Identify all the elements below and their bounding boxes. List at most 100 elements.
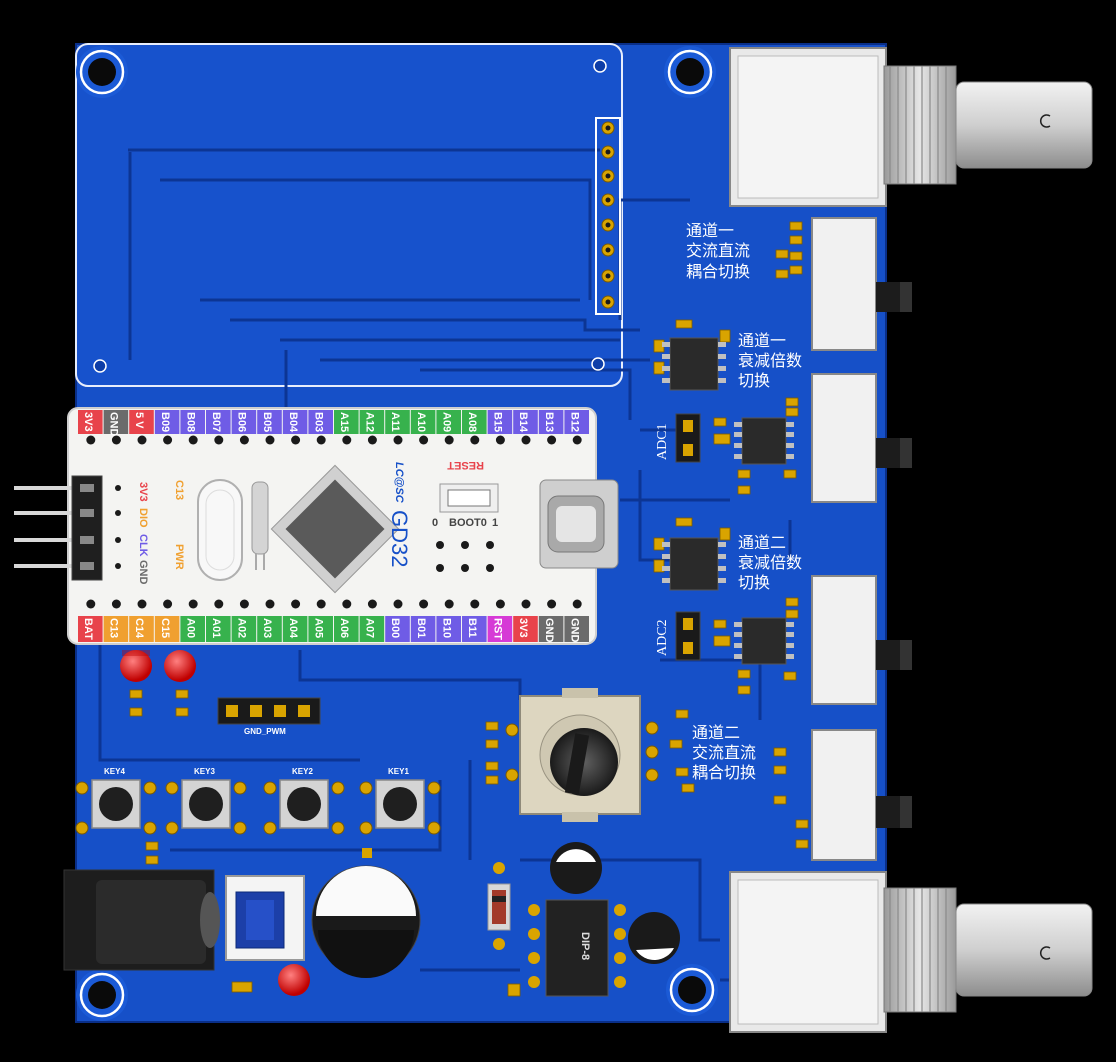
svg-text:3V3: 3V3 [517, 618, 529, 638]
svg-text:A06: A06 [338, 618, 350, 638]
module-pin-label: B00 [385, 616, 410, 642]
module-pin-label: A02 [231, 616, 257, 642]
svg-text:GND: GND [543, 618, 555, 643]
module-pin-label: B06 [231, 410, 257, 434]
led-2 [164, 650, 196, 682]
usb-c-port[interactable] [539, 479, 619, 569]
module-pin-label: C13 [103, 616, 129, 642]
module-pin-hole [521, 435, 531, 445]
potentiometer[interactable] [505, 688, 659, 822]
svg-text:A07: A07 [364, 618, 376, 638]
svg-text:耦合切换: 耦合切换 [686, 263, 750, 281]
svg-text:A10: A10 [415, 412, 427, 432]
module-pin-label: GND [538, 616, 564, 643]
module-pin-label: A15 [334, 410, 359, 434]
module-pin-hole [495, 435, 505, 445]
svg-text:3V3: 3V3 [82, 412, 94, 432]
tactile-key-key4[interactable]: KEY4 [75, 767, 157, 835]
svg-text:B11: B11 [466, 618, 478, 638]
gd32-logo-text: GD32 [387, 510, 412, 567]
module-pin-hole [316, 599, 326, 609]
module-pin-label: 5 V [129, 410, 154, 434]
reset-button[interactable] [439, 483, 499, 513]
module-pin-label: 3V3 [78, 410, 103, 434]
svg-text:切换: 切换 [738, 574, 770, 592]
module-pin-label: A08 [462, 410, 487, 434]
tactile-key-key3[interactable]: KEY3 [165, 767, 247, 835]
swd-label-gnd: GND [137, 560, 149, 585]
module-pin-hole [572, 599, 582, 609]
silk-ch2-atten: 通道二 衰减倍数 切换 [738, 534, 802, 592]
module-pin-hole [291, 599, 301, 609]
svg-text:RST: RST [492, 618, 504, 640]
svg-text:B10: B10 [440, 618, 452, 638]
silk-ch1-atten: 通道一 衰减倍数 切换 [738, 332, 802, 390]
module-pin-label: B08 [180, 410, 205, 434]
module-pin-label: A01 [206, 616, 231, 642]
svg-text:A15: A15 [338, 412, 350, 432]
power-switch[interactable] [225, 875, 305, 961]
led-1 [120, 650, 152, 682]
module-pin-label: A11 [385, 410, 410, 434]
dc-power-jack[interactable] [63, 869, 220, 971]
module-pin-hole [111, 435, 121, 445]
electrolytic-cap-small-2 [628, 912, 680, 964]
coupling-switch-ch2[interactable] [811, 729, 912, 861]
module-pin-hole [137, 435, 147, 445]
svg-text:GND: GND [568, 618, 580, 643]
atten-switch-ch2[interactable] [811, 575, 912, 705]
display-header [595, 117, 621, 315]
svg-text:A09: A09 [440, 412, 452, 432]
key-label: KEY4 [104, 767, 125, 776]
module-pin-label: B14 [513, 410, 538, 434]
module-pin-label: A06 [334, 616, 359, 642]
tactile-key-key1[interactable]: KEY1 [359, 767, 441, 835]
module-pin-hole [163, 599, 173, 609]
diode [487, 862, 511, 950]
svg-text:通道二: 通道二 [738, 534, 786, 552]
module-pin-label: A09 [436, 410, 461, 434]
gnd-pwm-header[interactable] [217, 697, 321, 725]
module-pin-hole [495, 599, 505, 609]
module-pin-label: A00 [180, 616, 205, 642]
module-pin-hole [572, 435, 582, 445]
tactile-key-key2[interactable]: KEY2 [263, 767, 345, 835]
svg-text:C14: C14 [133, 618, 145, 639]
svg-text:A02: A02 [236, 618, 248, 638]
module-pin-hole [547, 599, 557, 609]
coupling-switch-ch1[interactable] [811, 217, 912, 351]
svg-text:A00: A00 [184, 618, 196, 638]
key-label: KEY2 [292, 767, 313, 776]
tactile-keys: KEY4 KEY3 KEY2 KEY1 [75, 767, 441, 835]
module-pin-label: B07 [206, 410, 231, 434]
svg-text:B15: B15 [492, 412, 504, 432]
silk-dip8: DIP-8 [579, 932, 591, 960]
module-pin-hole [188, 435, 198, 445]
module-pin-label: GND [103, 410, 129, 437]
swd-header[interactable] [14, 475, 103, 581]
svg-text:A05: A05 [312, 618, 324, 638]
module-pin-hole [367, 599, 377, 609]
adc2-jumper[interactable] [675, 611, 701, 661]
electrolytic-cap-large [311, 848, 421, 978]
adc1-jumper[interactable] [675, 413, 701, 463]
swd-pin-dots [115, 485, 121, 569]
svg-text:B00: B00 [389, 618, 401, 638]
silk-reset: RESET [447, 459, 484, 471]
ic-soic-adc1 [734, 417, 794, 465]
module-pin-label: B01 [410, 616, 436, 642]
module-pin-hole [470, 435, 480, 445]
module-pin-label: B09 [154, 410, 180, 434]
module-pin-label: B11 [462, 616, 487, 642]
module-pin-hole [444, 435, 454, 445]
swd-label-dio: DIO [137, 508, 149, 528]
svg-text:B12: B12 [568, 412, 580, 432]
module-pin-hole [239, 435, 249, 445]
silk-ch1-coupling: 通道一 交流直流 耦合切换 [686, 222, 750, 281]
atten-switch-ch1[interactable] [811, 373, 912, 503]
module-pin-label: C15 [154, 616, 180, 642]
boot-jumper-holes[interactable] [436, 541, 494, 572]
